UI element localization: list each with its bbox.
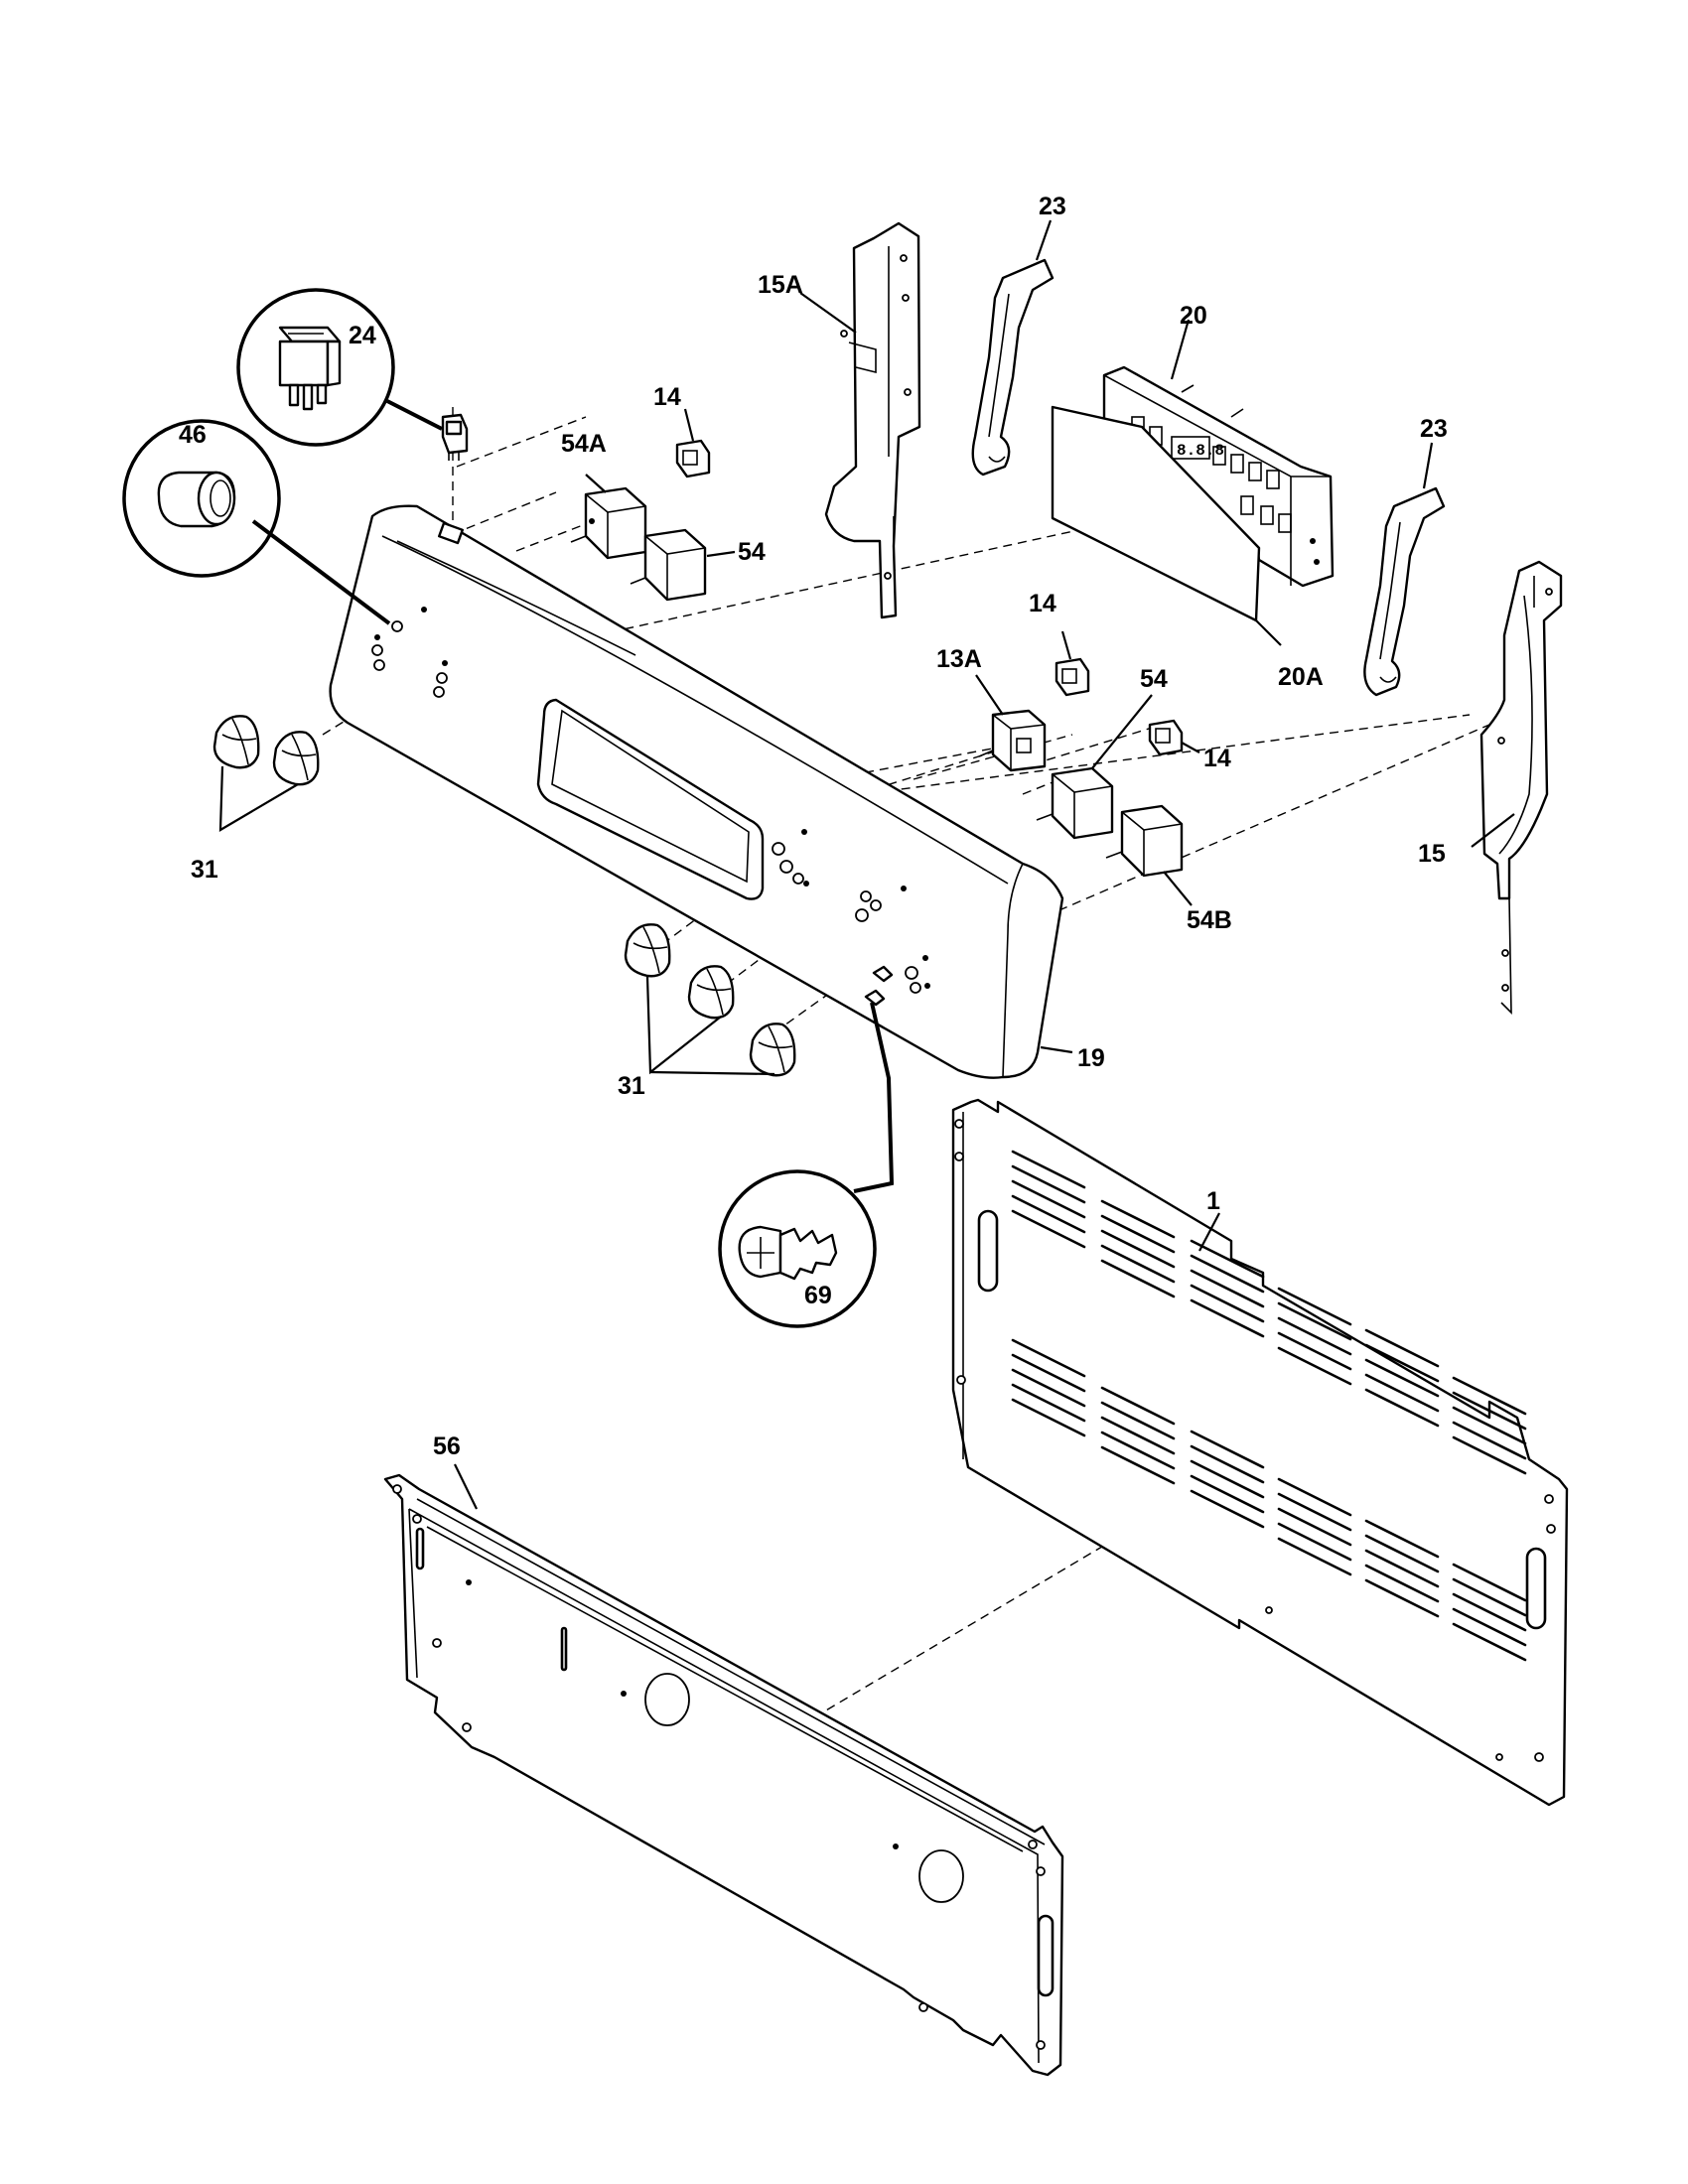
leaders-31: [218, 765, 775, 1076]
switch-13A: [975, 674, 1047, 772]
callout-1: 1: [1206, 1187, 1220, 1215]
screws-69: [864, 965, 894, 1007]
callout-54-middle: 54: [1140, 665, 1168, 693]
leader-19: [1040, 1045, 1073, 1054]
switch-54-middle: [1036, 694, 1153, 840]
control-board-20: 8.8.8: [1102, 365, 1335, 588]
switch-54A: [570, 486, 647, 560]
callout-14-middle: 14: [1029, 590, 1056, 617]
callout-13A: 13A: [936, 645, 982, 673]
callout-54-upper: 54: [738, 538, 766, 566]
clip-23-lower: [1363, 442, 1446, 697]
switch-54-upper: [630, 528, 736, 602]
leader-1: [1198, 1212, 1220, 1252]
knob-31-lower-3: [749, 1023, 796, 1077]
control-panel-19: [329, 504, 1064, 1079]
callout-54B: 54B: [1187, 906, 1232, 934]
knob-31-lower-2: [687, 965, 735, 1020]
callout-54A: 54A: [561, 430, 607, 458]
bracket-15A: [799, 221, 921, 619]
callout-15: 15: [1418, 840, 1446, 868]
switch-54B: [1105, 804, 1193, 906]
callout-23-right: 23: [1420, 415, 1448, 443]
svg-text:8.8.8: 8.8.8: [1177, 442, 1224, 460]
knob-31-lower-1: [624, 923, 671, 978]
detail-circle-69: [718, 1002, 895, 1328]
callout-19: 19: [1077, 1044, 1105, 1072]
callout-15A: 15A: [758, 271, 803, 299]
switch-14-right: [1148, 719, 1200, 756]
detail-circle-46: [122, 419, 391, 625]
detail-circle-24: [236, 288, 443, 447]
panel-56: [383, 1463, 1064, 2077]
overlay-20A: [1051, 319, 1282, 646]
callout-14-top: 14: [653, 383, 681, 411]
rear-panel-1: [951, 1098, 1569, 1807]
switch-24-part: [441, 413, 469, 461]
callout-69: 69: [804, 1282, 832, 1309]
switch-14-middle: [1055, 630, 1090, 697]
callout-46: 46: [179, 421, 207, 449]
callout-20: 20: [1180, 302, 1207, 330]
clip-23-upper: [971, 219, 1055, 477]
callout-23-top: 23: [1039, 193, 1066, 220]
callout-31-left: 31: [191, 856, 218, 884]
knob-31-left-2: [272, 731, 320, 786]
callout-14-right: 14: [1203, 745, 1231, 772]
callout-labels: 1 13A 14 14 14 15 15A 19 20 20A 23 23 24…: [179, 193, 1448, 1460]
switch-14-top: [675, 408, 711, 478]
callout-24: 24: [349, 322, 376, 349]
callout-20A: 20A: [1278, 663, 1324, 691]
vent-slots: [1011, 1150, 1527, 1662]
knob-31-left-1: [212, 715, 260, 769]
callout-56: 56: [433, 1433, 461, 1460]
callout-31-lower: 31: [618, 1072, 645, 1100]
bracket-15: [1471, 560, 1563, 1015]
